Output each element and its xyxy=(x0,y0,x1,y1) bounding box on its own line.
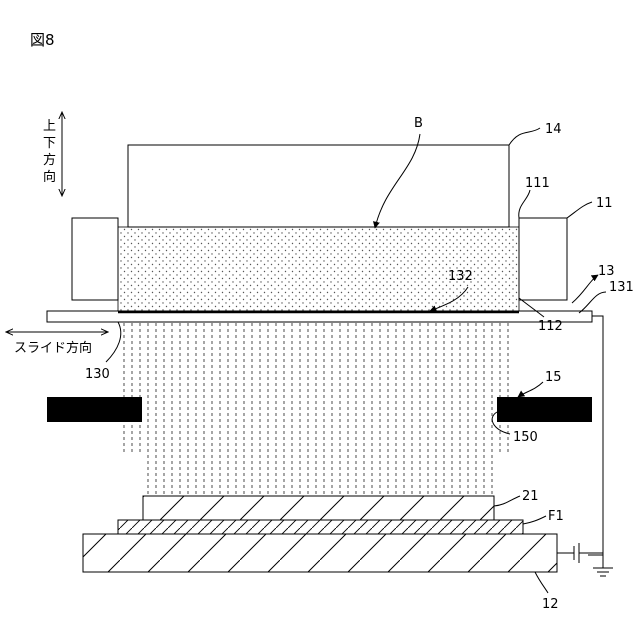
slide-direction-label: スライド方向 xyxy=(14,340,92,356)
object-21 xyxy=(143,496,494,520)
vertical-direction-char-4: 向 xyxy=(43,169,56,185)
ref-label-14: 14 xyxy=(545,122,562,137)
power-supply-circuit xyxy=(557,316,613,576)
ref-label-131: 131 xyxy=(609,280,634,295)
ref-label-12: 12 xyxy=(542,597,559,612)
ref-label-f1: F1 xyxy=(548,509,564,524)
ref-label-15: 15 xyxy=(545,370,562,385)
top-plate-14 xyxy=(128,145,509,227)
vertical-direction-char-1: 上 xyxy=(43,119,56,134)
vertical-direction-char-2: 下 xyxy=(43,136,56,151)
ref-label-150: 150 xyxy=(513,430,538,445)
ref-label-112: 112 xyxy=(538,319,563,334)
stage-12 xyxy=(83,534,557,572)
ref-label-130: 130 xyxy=(85,367,110,382)
figure-title: 図8 xyxy=(30,31,55,49)
ref-label-b: B xyxy=(414,116,423,131)
ref-label-132: 132 xyxy=(448,269,473,284)
ref-label-111: 111 xyxy=(525,176,550,191)
ref-label-13: 13 xyxy=(598,264,615,279)
vertical-direction-char-3: 方 xyxy=(43,152,56,168)
side-frame-left xyxy=(72,218,118,300)
electrode-right-15 xyxy=(497,397,592,422)
side-frame-right-11 xyxy=(519,218,567,300)
film-f1 xyxy=(118,520,523,534)
ref-label-11: 11 xyxy=(596,196,613,211)
powder-stream xyxy=(124,323,508,496)
ref-label-21: 21 xyxy=(522,489,539,504)
electrode-left xyxy=(47,397,142,422)
